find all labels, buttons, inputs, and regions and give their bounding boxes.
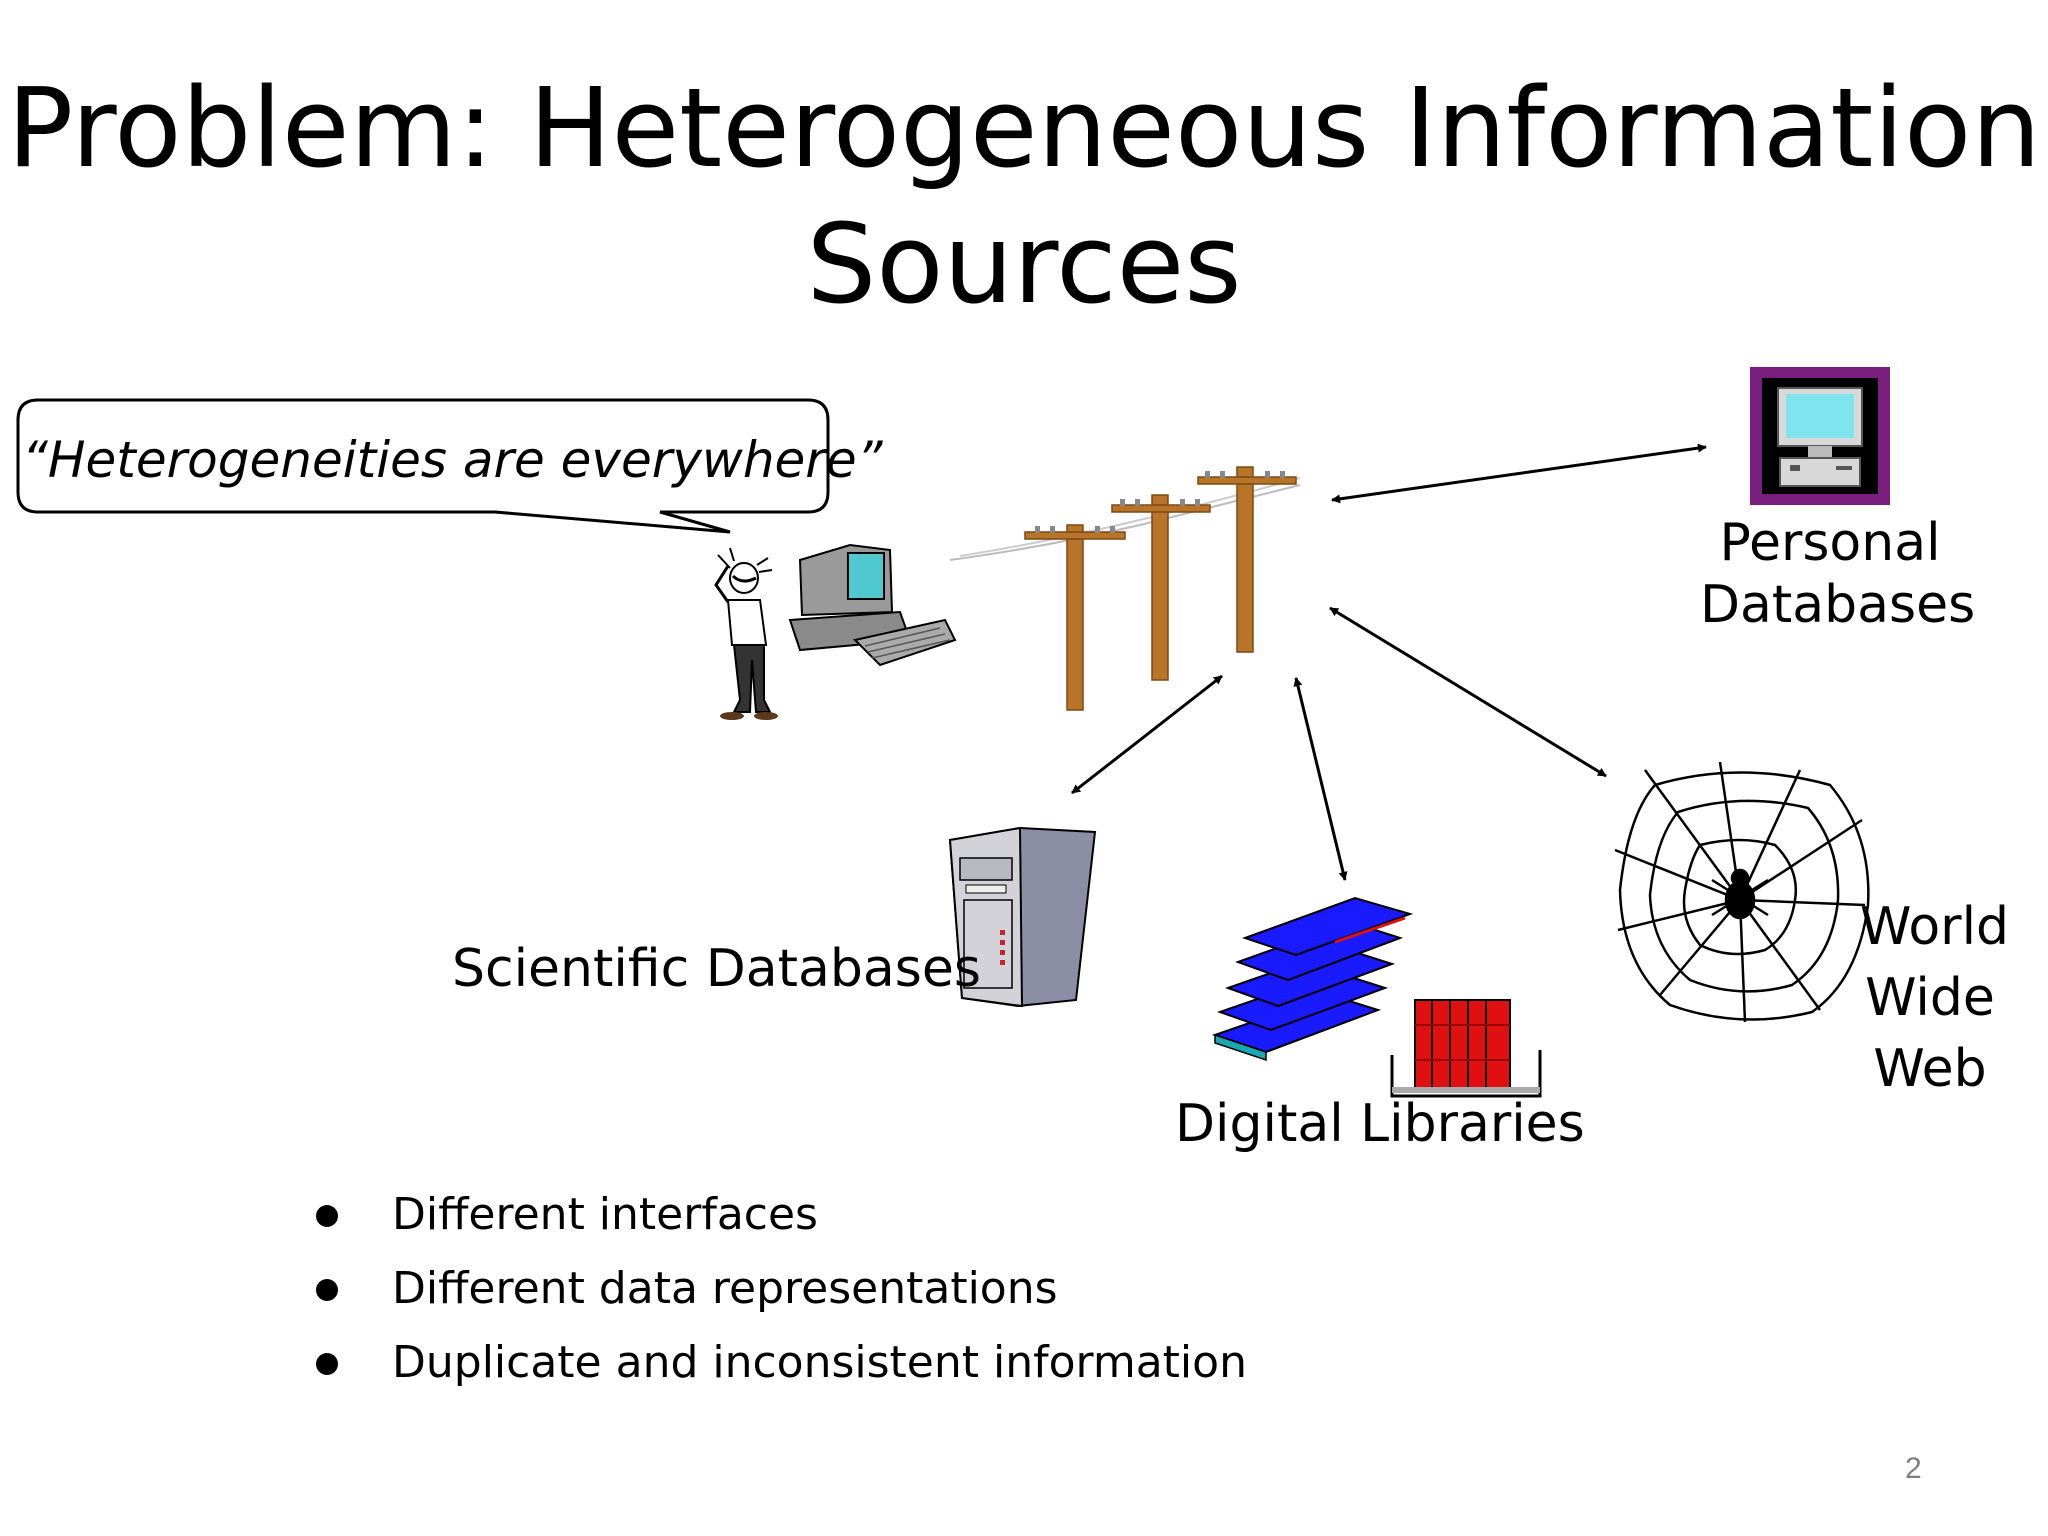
utility-poles-icon <box>950 467 1300 710</box>
books-icon <box>1215 898 1540 1096</box>
world-wide-web-label-line-1: World <box>1860 892 2000 963</box>
bullet-item: Duplicate and inconsistent information <box>310 1326 1247 1400</box>
bullet-list: Different interfaces Different data repr… <box>310 1178 1247 1400</box>
arrow-scientific <box>1072 676 1222 793</box>
personal-databases-label: Personal Databases <box>1700 512 1960 636</box>
scientific-databases-label: Scientific Databases <box>452 938 981 1000</box>
spider-web-icon <box>1615 762 1868 1022</box>
arrow-digital-libraries <box>1296 678 1345 880</box>
arrow-www <box>1330 608 1606 776</box>
personal-databases-label-line-1: Personal <box>1700 512 1960 574</box>
bullet-item: Different interfaces <box>310 1178 1247 1252</box>
desktop-computer-icon <box>790 545 955 665</box>
digital-libraries-label: Digital Libraries <box>1175 1093 1585 1155</box>
world-wide-web-label: World Wide Web <box>1860 892 2000 1105</box>
bullet-item: Different data representations <box>310 1252 1247 1326</box>
personal-databases-label-line-2: Databases <box>1700 574 1960 636</box>
personal-computer-icon <box>1750 367 1890 505</box>
world-wide-web-label-line-3: Web <box>1860 1034 2000 1105</box>
page-number: 2 <box>1905 1452 1922 1486</box>
arrow-personal <box>1332 447 1706 500</box>
confused-user-icon <box>716 548 778 720</box>
world-wide-web-label-line-2: Wide <box>1860 963 2000 1034</box>
callout-quote: “Heterogeneities are everywhere” <box>22 430 822 490</box>
